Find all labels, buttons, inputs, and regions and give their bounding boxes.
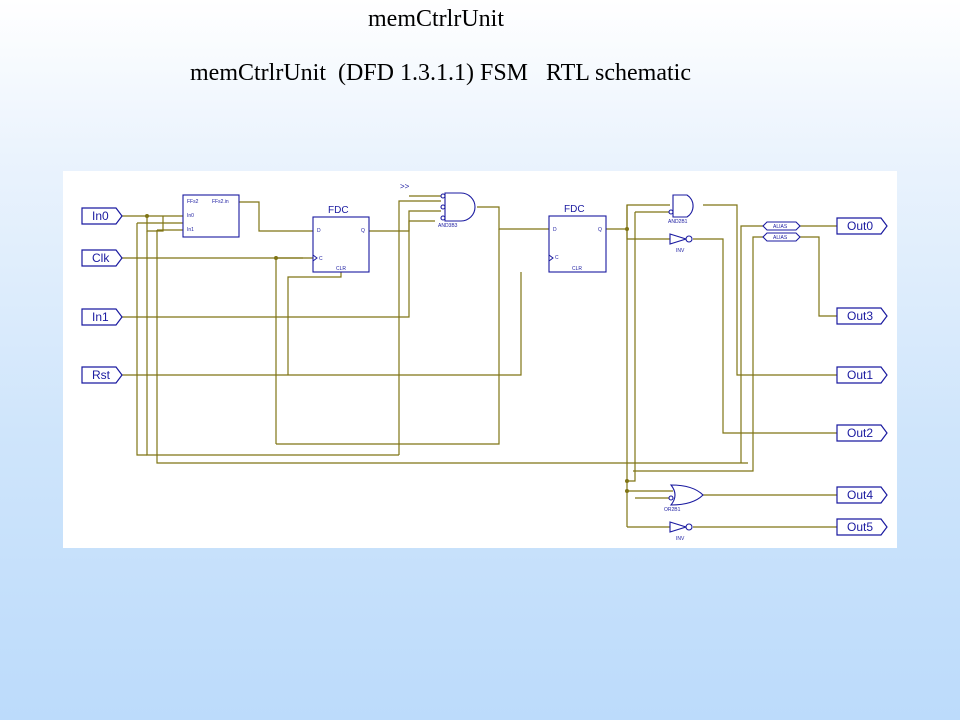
output-port-out0: Out0	[836, 217, 888, 235]
alias-block-1: ALIAS	[762, 221, 801, 231]
svg-text:FFs2.in: FFs2.in	[212, 199, 229, 205]
svg-text:D: D	[317, 228, 321, 234]
input-port-clk: Clk	[81, 249, 123, 267]
svg-text:Rst: Rst	[92, 368, 111, 382]
input-port-in0: In0	[81, 207, 123, 225]
svg-text:In0: In0	[187, 213, 194, 219]
and2b1-gate: AND2B1	[668, 194, 694, 225]
svg-text:Out5: Out5	[847, 520, 873, 534]
svg-text:INV: INV	[676, 248, 685, 254]
output-port-out5: Out5	[836, 518, 888, 536]
rtl-schematic: In0 Clk In1 Rst Out0 Out3 Out1 Out2 Out4…	[63, 171, 897, 548]
svg-text:Out1: Out1	[847, 368, 873, 382]
svg-text:CLR: CLR	[336, 266, 346, 272]
alias-block-2: ALIAS	[762, 232, 801, 242]
input-port-in1: In1	[81, 308, 123, 326]
svg-text:D: D	[553, 227, 557, 233]
output-port-out2: Out2	[836, 424, 888, 442]
svg-text:Out0: Out0	[847, 219, 873, 233]
output-port-out4: Out4	[836, 486, 888, 504]
fdc-flipflop-1: FDC D Q C CLR	[312, 205, 370, 273]
slide-title: memCtrlrUnit	[368, 6, 504, 32]
inverter-1: INV	[669, 233, 693, 254]
svg-text:Out2: Out2	[847, 426, 873, 440]
svg-text:C: C	[319, 256, 323, 262]
input-port-rst: Rst	[81, 366, 123, 384]
output-port-out1: Out1	[836, 366, 888, 384]
or2b1-gate: OR2B1	[664, 484, 704, 513]
svg-text:In1: In1	[92, 310, 109, 324]
svg-text:Q: Q	[598, 227, 602, 233]
svg-text:CLR: CLR	[572, 266, 582, 272]
svg-text:C: C	[555, 255, 559, 261]
svg-text:FFs2: FFs2	[187, 199, 199, 205]
svg-text:INV: INV	[676, 536, 685, 542]
slide-subtitle: memCtrlrUnit (DFD 1.3.1.1) FSM RTL schem…	[190, 60, 691, 86]
svg-text:ALIAS: ALIAS	[773, 235, 788, 241]
svg-text:>>: >>	[400, 182, 410, 191]
svg-text:FDC: FDC	[328, 205, 349, 216]
svg-text:AND3B3: AND3B3	[438, 223, 458, 229]
svg-text:Q: Q	[361, 228, 365, 234]
junctions	[145, 214, 629, 493]
svg-text:Clk: Clk	[92, 251, 110, 265]
fdc-flipflop-2: FDC D Q C CLR	[548, 204, 607, 273]
inverter-2: INV	[669, 521, 693, 542]
svg-text:ALIAS: ALIAS	[773, 224, 788, 230]
svg-text:In1: In1	[187, 227, 194, 233]
and3b3-gate: AND3B3 >>	[400, 182, 476, 229]
svg-text:AND2B1: AND2B1	[668, 219, 688, 225]
ffs2-block: FFs2 FFs2.in In0 In1	[182, 194, 240, 238]
wires	[122, 195, 837, 528]
svg-text:Out4: Out4	[847, 488, 873, 502]
svg-text:OR2B1: OR2B1	[664, 507, 681, 513]
output-port-out3: Out3	[836, 307, 888, 325]
svg-text:In0: In0	[92, 209, 109, 223]
svg-text:FDC: FDC	[564, 204, 585, 215]
svg-text:Out3: Out3	[847, 309, 873, 323]
